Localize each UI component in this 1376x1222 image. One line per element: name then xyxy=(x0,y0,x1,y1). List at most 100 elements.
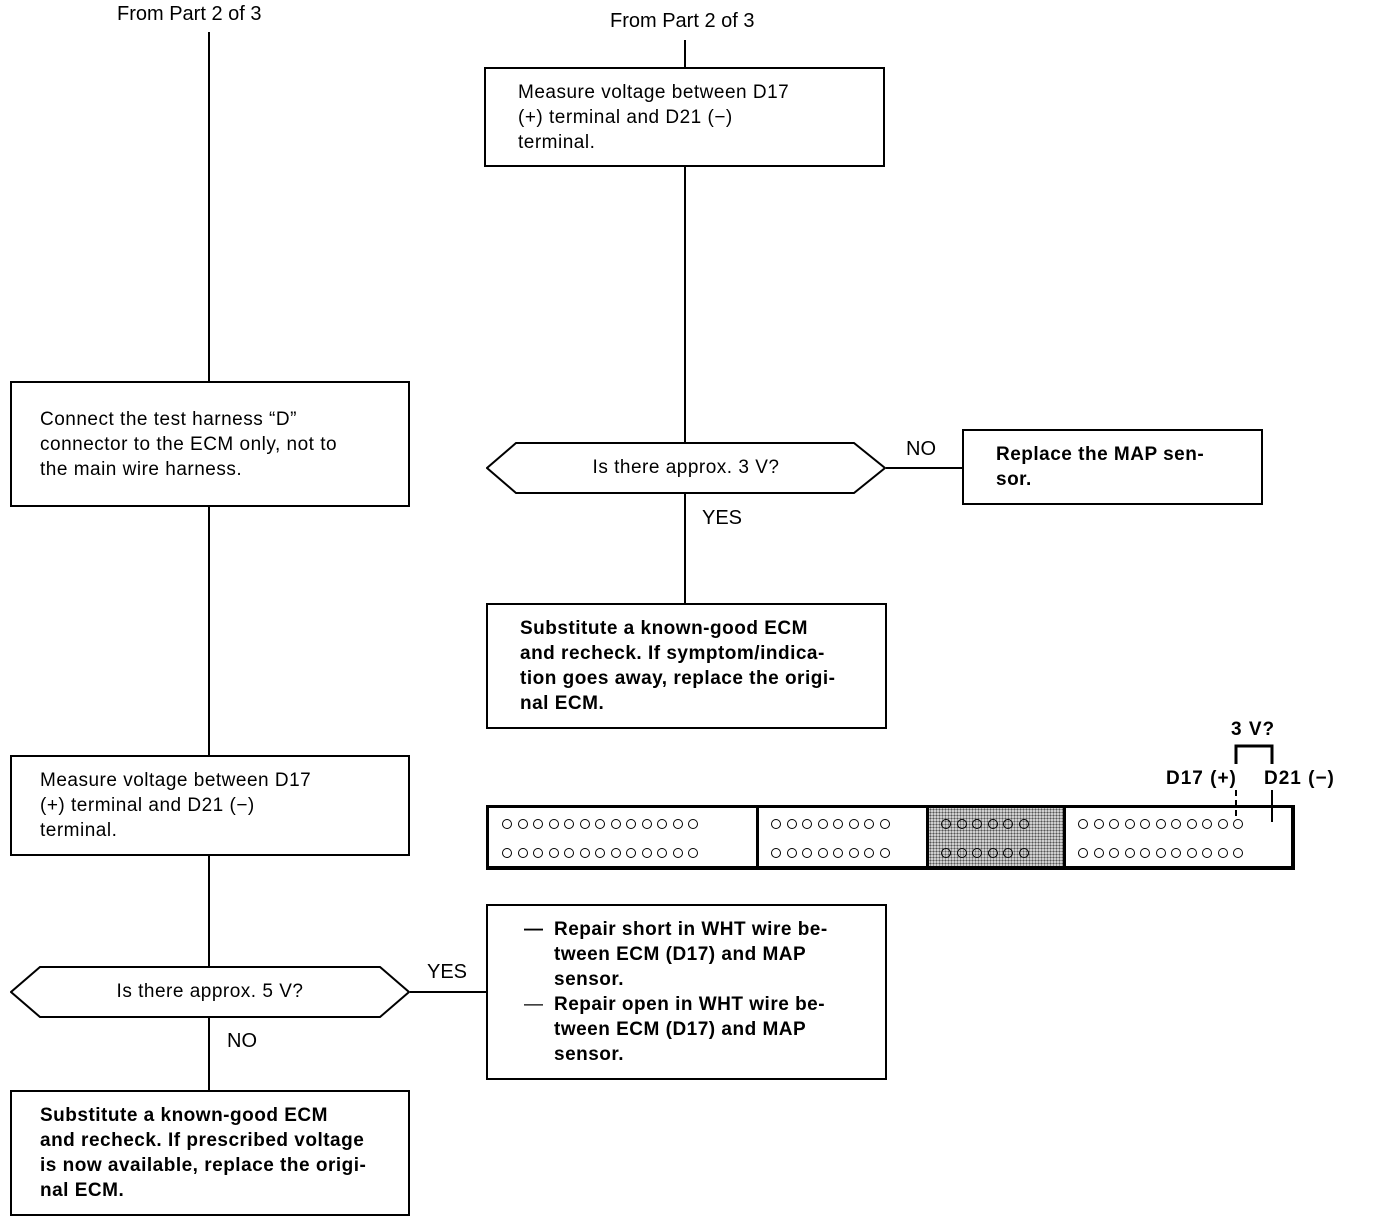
connector-pin xyxy=(1202,819,1212,829)
connector-pin xyxy=(941,819,951,829)
step-line: terminal. xyxy=(518,131,596,153)
step-line: Measure voltage between D17 xyxy=(518,81,790,103)
replace-map-step: Replace the MAP sen- sor. xyxy=(962,429,1263,505)
connector-pin xyxy=(1003,819,1013,829)
step-line: tween ECM (D17) and MAP xyxy=(554,944,807,965)
step-line: and recheck. If symptom/indica- xyxy=(520,643,825,664)
connector-pin xyxy=(1018,819,1029,829)
connector-pin xyxy=(817,848,828,858)
negative-terminal-label: D21 (−) xyxy=(1264,768,1335,789)
connector-pin xyxy=(672,819,683,829)
connector-pin xyxy=(610,819,621,829)
connector-pin xyxy=(786,848,797,858)
connector-divider xyxy=(756,808,759,866)
connector-pin xyxy=(595,848,605,858)
decision-five-volt: Is there approx. 5 V? xyxy=(10,966,410,1018)
step-line: Repair open in WHT wire be- xyxy=(554,994,826,1015)
pin-row xyxy=(502,819,704,829)
connector-pin xyxy=(579,819,590,829)
step-line: tion goes away, replace the origi- xyxy=(520,668,836,689)
pin-row xyxy=(771,848,895,858)
step-line: sor. xyxy=(996,469,1032,490)
connector-pin xyxy=(1233,848,1243,858)
dash-bullet: — xyxy=(524,994,544,1015)
pin-row xyxy=(1078,819,1249,829)
connector-pin xyxy=(864,819,874,829)
connector-pin xyxy=(941,848,951,858)
connector-pin xyxy=(879,848,890,858)
connector-pin xyxy=(802,819,812,829)
flow-line xyxy=(208,32,210,382)
connector-divider xyxy=(926,808,929,866)
connector-pin xyxy=(1124,848,1135,858)
substitute-ecm-step-left: Substitute a known-good ECM and recheck.… xyxy=(10,1090,410,1216)
repair-item: — Repair short in WHT wire be- tween ECM… xyxy=(518,917,855,992)
step-line: sensor. xyxy=(554,969,625,990)
positive-terminal-label: D17 (+) xyxy=(1166,768,1237,789)
connector-pin xyxy=(1078,819,1088,829)
connector-pin xyxy=(1155,848,1166,858)
step-line: Measure voltage between D17 xyxy=(40,770,312,791)
decision-shape xyxy=(486,442,886,494)
connector-pin xyxy=(1217,819,1228,829)
connector-pin xyxy=(1140,848,1150,858)
connector-pin xyxy=(972,819,982,829)
connector-pin xyxy=(579,848,590,858)
decision-text: Is there approx. 3 V? xyxy=(592,457,780,478)
measure-voltage-step-right: Measure voltage between D17 (+) terminal… xyxy=(484,67,885,167)
step-line: sensor. xyxy=(554,1044,625,1065)
connector-pin xyxy=(1018,848,1029,858)
connector-pin xyxy=(657,848,667,858)
connector-pin xyxy=(956,848,967,858)
branch-no-label: NO xyxy=(906,438,936,460)
decision-text: Is there approx. 5 V? xyxy=(116,981,304,1002)
connector-pin xyxy=(1202,848,1212,858)
step-line: connector to the ECM only, not to xyxy=(40,433,338,455)
connector-pin xyxy=(987,819,998,829)
pin-row xyxy=(1078,848,1249,858)
connector-pin xyxy=(1171,819,1181,829)
connector-pin xyxy=(564,848,574,858)
connector-divider xyxy=(1063,808,1066,866)
pin-row xyxy=(771,819,895,829)
flow-line xyxy=(208,1018,210,1091)
connector-pin xyxy=(595,819,605,829)
step-line: nal ECM. xyxy=(40,1180,125,1201)
connector-pin xyxy=(672,848,683,858)
connector-pin xyxy=(1109,819,1119,829)
pin-row xyxy=(502,848,704,858)
branch-yes-label: YES xyxy=(427,961,468,983)
flow-line xyxy=(208,507,210,756)
voltage-check-label: 3 V? xyxy=(1231,719,1276,740)
connector-pin xyxy=(1140,819,1150,829)
connector-pin xyxy=(548,819,559,829)
connector-pin xyxy=(972,848,982,858)
flow-line xyxy=(684,494,686,604)
connector-pin xyxy=(1124,819,1135,829)
repair-item: — Repair open in WHT wire be- tween ECM … xyxy=(518,992,855,1067)
ecm-connector-d xyxy=(486,805,1295,870)
flow-line xyxy=(684,40,686,68)
connector-pin xyxy=(1109,848,1119,858)
connector-pin xyxy=(864,848,874,858)
step-line: Repair short in WHT wire be- xyxy=(554,919,828,940)
connector-pin xyxy=(641,848,652,858)
connect-harness-step: Connect the test harness “D” connector t… xyxy=(10,381,410,507)
step-line: Substitute a known-good ECM xyxy=(40,1105,328,1126)
substitute-ecm-step-right: Substitute a known-good ECM and recheck.… xyxy=(486,603,887,729)
step-line: Replace the MAP sen- xyxy=(996,444,1205,465)
connector-pin xyxy=(1093,848,1104,858)
flow-line xyxy=(684,167,686,443)
connector-pin xyxy=(833,819,843,829)
pin-row xyxy=(941,819,1034,829)
connector-pin xyxy=(502,848,512,858)
connector-pin xyxy=(1003,848,1013,858)
connector-pin xyxy=(1078,848,1088,858)
repair-wire-step: — Repair short in WHT wire be- tween ECM… xyxy=(486,904,887,1080)
flow-line xyxy=(410,991,487,993)
step-line: tween ECM (D17) and MAP xyxy=(554,1019,807,1040)
flow-line xyxy=(886,467,963,469)
measure-voltage-step-left: Measure voltage between D17 (+) terminal… xyxy=(10,755,410,856)
connector-pin xyxy=(502,819,512,829)
step-line: the main wire harness. xyxy=(40,458,243,480)
